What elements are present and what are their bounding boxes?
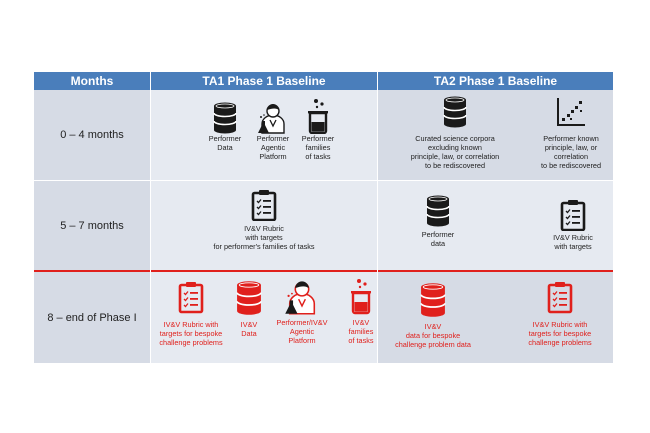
phase-divider	[34, 270, 613, 272]
scatter-chart-icon	[526, 96, 616, 128]
month-label: 8 – end of Phase I	[47, 311, 137, 324]
database-icon	[380, 96, 530, 128]
baseline-table: Months TA1 Phase 1 Baseline TA2 Phase 1 …	[34, 72, 613, 363]
scientist-icon	[243, 102, 303, 134]
clipboard-icon	[149, 280, 233, 314]
ta2-header: TA2 Phase 1 Baseline	[378, 72, 613, 90]
beaker-icon	[341, 276, 381, 316]
month-label: 5 – 7 months	[60, 219, 124, 232]
month-label: 0 – 4 months	[60, 129, 124, 141]
database-icon	[229, 280, 269, 316]
database-icon	[378, 282, 488, 318]
database-icon	[195, 102, 255, 134]
column-separator	[150, 72, 151, 363]
months-header: Months	[34, 72, 150, 90]
ta1-header: TA1 Phase 1 Baseline	[151, 72, 377, 90]
database-icon	[408, 195, 468, 227]
beaker-icon	[293, 98, 343, 134]
clipboard-icon	[510, 280, 610, 314]
scientist-icon	[267, 278, 337, 316]
column-separator	[377, 72, 378, 363]
clipboard-icon	[538, 199, 608, 231]
clipboard-icon	[171, 189, 357, 221]
